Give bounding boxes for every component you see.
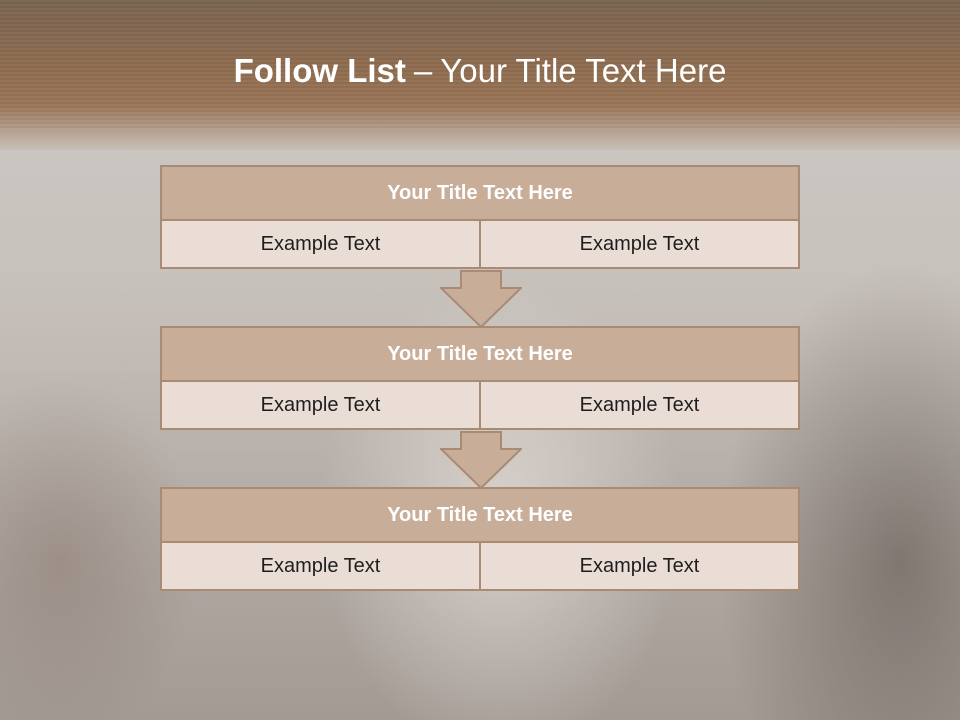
page-title: Follow List–Your Title Text Here xyxy=(0,52,960,90)
down-arrow-icon xyxy=(440,431,522,489)
step-title-1: Your Title Text Here xyxy=(160,165,800,221)
header-texture xyxy=(0,0,960,130)
step-2-left-cell: Example Text xyxy=(160,380,481,430)
step-3-left-cell: Example Text xyxy=(160,541,481,591)
page-title-bold: Follow List xyxy=(233,52,406,89)
step-box-3: Your Title Text Here Example Text Exampl… xyxy=(160,487,800,591)
step-box-2: Your Title Text Here Example Text Exampl… xyxy=(160,326,800,430)
step-box-1: Your Title Text Here Example Text Exampl… xyxy=(160,165,800,269)
step-2-right-cell: Example Text xyxy=(479,380,800,430)
step-row-1: Example Text Example Text xyxy=(160,219,800,269)
header-band xyxy=(0,0,960,150)
step-title-2: Your Title Text Here xyxy=(160,326,800,382)
step-row-3: Example Text Example Text xyxy=(160,541,800,591)
page-title-rest: Your Title Text Here xyxy=(440,52,727,89)
step-title-3: Your Title Text Here xyxy=(160,487,800,543)
down-arrow-icon xyxy=(440,270,522,328)
step-row-2: Example Text Example Text xyxy=(160,380,800,430)
step-1-right-cell: Example Text xyxy=(479,219,800,269)
page-title-separator: – xyxy=(413,52,433,89)
step-3-right-cell: Example Text xyxy=(479,541,800,591)
step-1-left-cell: Example Text xyxy=(160,219,481,269)
